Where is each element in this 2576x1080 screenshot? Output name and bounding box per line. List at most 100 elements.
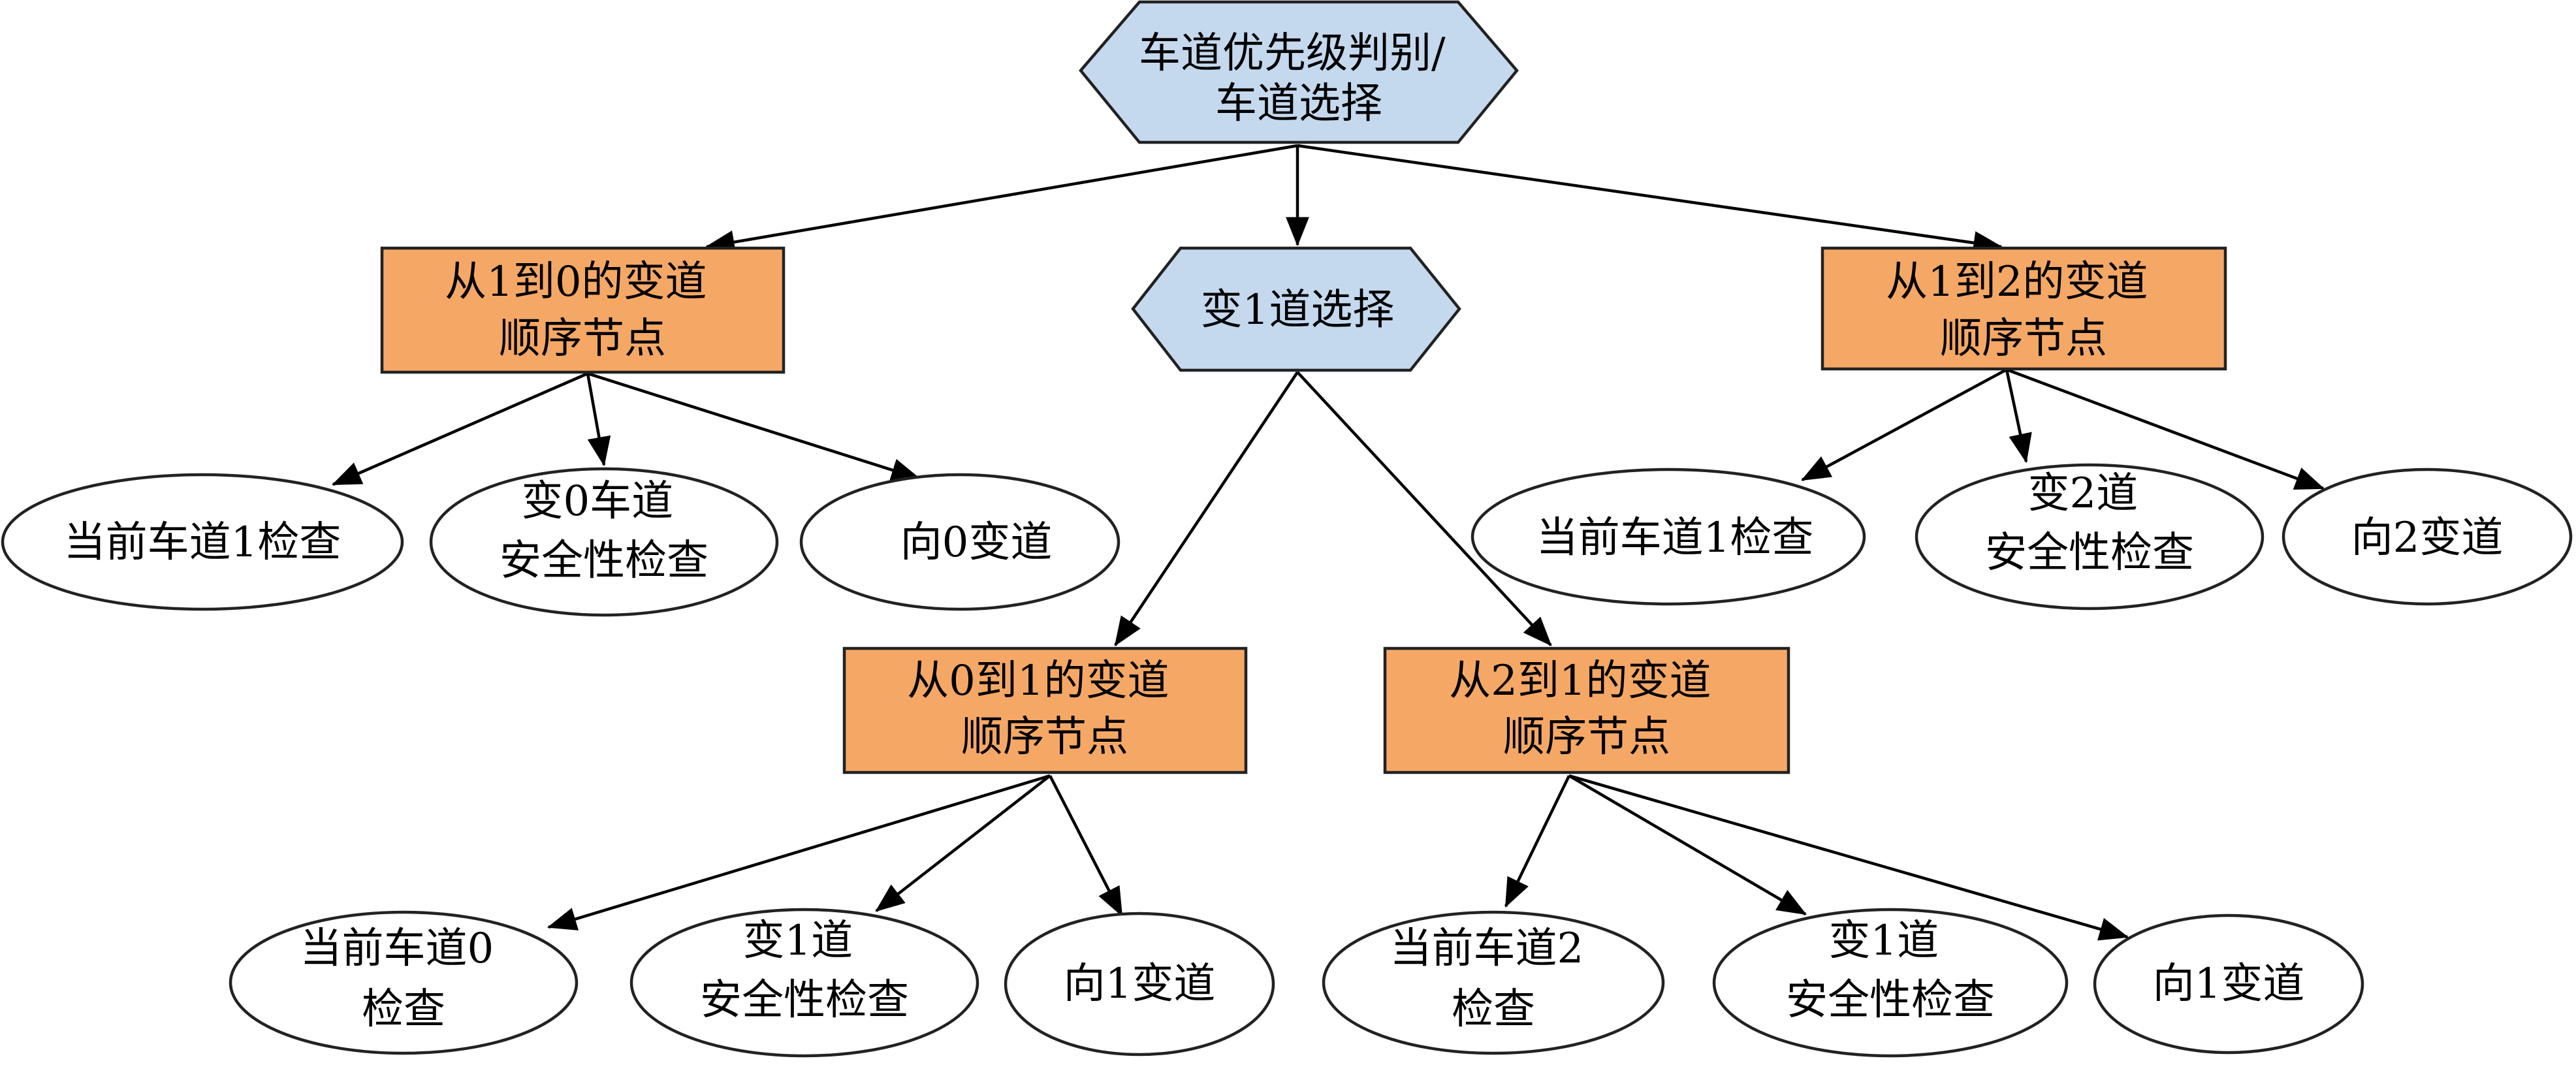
edge-seq-1-to-0-to-safety-change0 <box>586 373 611 467</box>
leaf-node-change-to-0: 向0变道 <box>799 473 1121 611</box>
sequence-node-1-to-2: 从1到2的变道 顺序节点 <box>1821 246 2227 371</box>
node-label-line: 检查 <box>362 985 445 1034</box>
edge-seq-1-to-2-to-change-to-2 <box>2006 368 2325 490</box>
node-label-line: 变0车道 <box>521 477 673 526</box>
sequence-node-0-to-1: 从0到1的变道 顺序节点 <box>842 646 1248 774</box>
ellipse-shape <box>229 910 579 1055</box>
node-label-line: 变2道 <box>2027 469 2138 518</box>
selector-node-root: 车道优先级判别/ 车道选择 <box>1079 0 1519 144</box>
ellipse-shape <box>1915 463 2265 611</box>
node-label-line: 变1道 <box>1828 917 1939 965</box>
edge-select-change-1-to-seq-0-to-1 <box>1114 371 1299 646</box>
svg-text:变0车道 安全性检查: 变0车道 安全性检查 <box>500 477 708 585</box>
ellipse-shape <box>1 473 404 611</box>
edges <box>331 144 2325 941</box>
ellipse-shape <box>799 473 1121 611</box>
node-label-line: 向0变道 <box>900 518 1053 567</box>
leaf-node-change-to-1-a: 向1变道 <box>1004 912 1275 1056</box>
edge-seq-2-to-1-to-change-to-1 <box>1568 774 2129 941</box>
ellipse-shape <box>2282 468 2573 606</box>
leaf-node-check-lane2: 当前车道2 检查 <box>1322 910 1665 1055</box>
svg-text:向0变道: 向0变道 <box>900 518 1053 567</box>
ellipse-shape <box>1322 910 1665 1055</box>
node-label-line: 安全性检查 <box>500 537 708 585</box>
node-label-line: 车道优先级判别/ <box>1139 29 1446 78</box>
svg-text:向1变道: 向1变道 <box>1064 960 1216 1008</box>
rect-shape <box>1821 246 2227 371</box>
svg-text:当前车道1检查: 当前车道1检查 <box>1536 514 1814 562</box>
node-label-line: 安全性检查 <box>1786 976 1995 1024</box>
leaf-node-safety-change1-b: 变1道 安全性检查 <box>1712 908 2069 1058</box>
selector-node-change-1: 变1道选择 <box>1131 246 1461 372</box>
ellipse-shape <box>629 908 979 1058</box>
edge-seq-1-to-0-to-change-to-0 <box>587 372 921 482</box>
leaf-node-check-lane1-left: 当前车道1检查 <box>1 473 404 611</box>
edge-seq-2-to-1-to-check-lane2 <box>1504 775 1571 908</box>
edge-root-to-seq-1-to-0 <box>705 144 1298 254</box>
node-label-line: 当前车道0 <box>300 925 494 973</box>
svg-text:变1道 安全性检查: 变1道 安全性检查 <box>1786 917 1995 1024</box>
svg-text:从2到1的变道 顺序节点: 从2到1的变道 顺序节点 <box>1449 657 1725 761</box>
node-label-line: 当前车道2 <box>1390 925 1583 973</box>
edge-seq-2-to-1-to-safety-change1 <box>1568 774 1807 915</box>
ellipse-shape <box>2093 913 2364 1055</box>
svg-text:向1变道: 向1变道 <box>2153 960 2305 1008</box>
ellipse-shape <box>1471 468 1866 606</box>
node-label-line: 从2到1的变道 <box>1449 657 1711 705</box>
rect-shape <box>380 246 786 374</box>
ellipse-shape <box>429 467 779 617</box>
leaf-node-safety-change0: 变0车道 安全性检查 <box>429 467 779 617</box>
node-label-line: 检查 <box>1452 985 1535 1034</box>
hexagon-shape <box>1079 0 1519 144</box>
sequence-node-2-to-1: 从2到1的变道 顺序节点 <box>1383 646 1790 774</box>
edge-seq-1-to-2-to-check-lane1 <box>1801 368 2008 481</box>
leaf-node-change-to-2: 向2变道 <box>2282 468 2573 606</box>
svg-text:向2变道: 向2变道 <box>2351 514 2504 562</box>
node-label-line: 向1变道 <box>2153 960 2305 1008</box>
leaf-node-safety-change2: 变2道 安全性检查 <box>1915 463 2265 611</box>
leaf-node-check-lane1-right: 当前车道1检查 <box>1471 468 1866 606</box>
node-label-line: 安全性检查 <box>1985 529 2194 577</box>
node-label-line: 变1道 <box>742 917 853 965</box>
node-label-line: 安全性检查 <box>700 976 909 1024</box>
svg-text:当前车道1检查: 当前车道1检查 <box>64 518 342 567</box>
svg-text:从1到2的变道 顺序节点: 从1到2的变道 顺序节点 <box>1886 258 2161 363</box>
hexagon-shape <box>1131 246 1461 372</box>
edge-seq-1-to-2-to-safety-change2 <box>2005 369 2032 464</box>
rect-shape <box>842 646 1248 774</box>
node-label-line: 向2变道 <box>2351 514 2504 562</box>
leaf-node-safety-change1-a: 变1道 安全性检查 <box>629 908 979 1058</box>
svg-text:变2道 安全性检查: 变2道 安全性检查 <box>1985 469 2194 577</box>
leaf-node-change-to-1-b: 向1变道 <box>2093 913 2364 1055</box>
rect-shape <box>1383 646 1790 774</box>
leaf-node-check-lane0: 当前车道0 检查 <box>229 910 579 1055</box>
node-label-line: 顺序节点 <box>1503 713 1670 761</box>
node-label-line: 从1到0的变道 <box>445 258 707 306</box>
node-label-line: 从1到2的变道 <box>1886 258 2148 306</box>
edge-seq-1-to-0-to-check-lane1 <box>331 372 588 486</box>
edge-select-change-1-to-seq-2-to-1 <box>1296 371 1552 646</box>
svg-text:当前车道2 检查: 当前车道2 检查 <box>1390 925 1597 1034</box>
edge-root-to-seq-1-to-2 <box>1297 144 2003 255</box>
node-label-line: 当前车道1检查 <box>64 518 342 567</box>
node-label-line: 变1道选择 <box>1201 286 1395 334</box>
node-label-line: 顺序节点 <box>499 315 666 363</box>
node-label-line: 顺序节点 <box>961 713 1128 761</box>
svg-text:从1到0的变道 顺序节点: 从1到0的变道 顺序节点 <box>445 258 720 363</box>
svg-text:从0到1的变道 顺序节点: 从0到1的变道 顺序节点 <box>907 657 1183 761</box>
edge-seq-0-to-1-to-check-lane0 <box>547 774 1051 930</box>
ellipse-shape <box>1712 908 2069 1058</box>
edge-seq-0-to-1-to-safety-change1 <box>875 774 1051 912</box>
node-label-line: 向1变道 <box>1064 960 1216 1008</box>
sequence-node-1-to-0: 从1到0的变道 顺序节点 <box>380 246 786 374</box>
svg-text:变1道 安全性检查: 变1道 安全性检查 <box>700 917 909 1024</box>
svg-text:车道优先级判别/ 车道选择: 车道优先级判别/ 车道选择 <box>1139 29 1459 128</box>
node-label-line: 顺序节点 <box>1940 315 2107 363</box>
node-label-line: 车道选择 <box>1215 80 1382 128</box>
ellipse-shape <box>1004 912 1275 1056</box>
svg-text:当前车道0 检查: 当前车道0 检查 <box>300 925 507 1034</box>
svg-text:变1道选择: 变1道选择 <box>1201 286 1395 334</box>
node-label-line: 当前车道1检查 <box>1536 514 1814 562</box>
node-label-line: 从0到1的变道 <box>907 657 1169 705</box>
